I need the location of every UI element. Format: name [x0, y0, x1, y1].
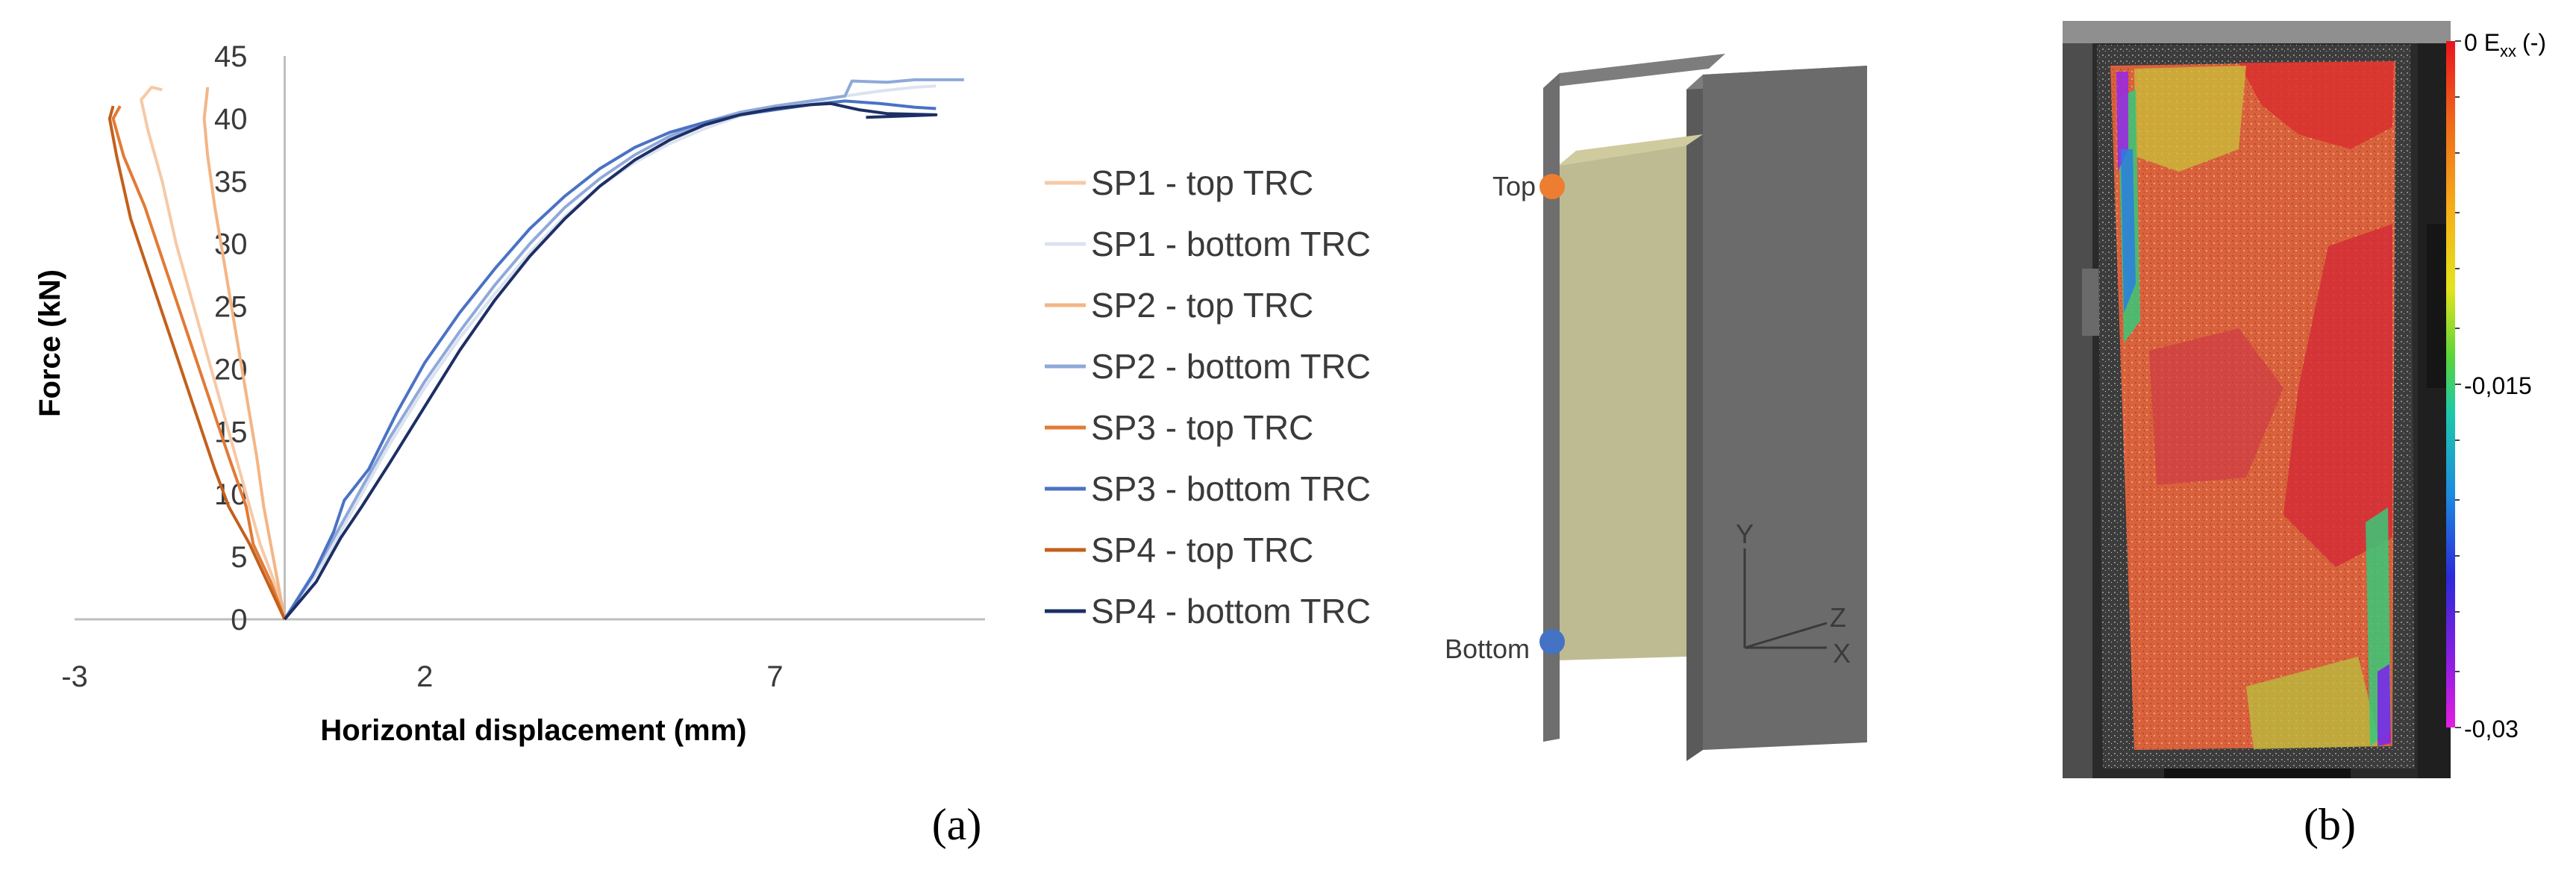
legend-label: SP3 - bottom TRC: [1091, 469, 1371, 508]
strain-zone-yellow-bottom: [2246, 657, 2380, 749]
legend-label: SP4 - bottom TRC: [1091, 592, 1371, 631]
x-tick-label: 7: [766, 660, 783, 693]
right-plate-side: [1686, 75, 1703, 761]
strain-zone-purple-right: [2378, 664, 2391, 746]
strain-zone-red-top: [2239, 61, 2394, 149]
series-line: [140, 85, 287, 620]
series-lines: [107, 78, 964, 621]
legend-label: SP4 - top TRC: [1091, 531, 1313, 569]
y-tick-label: 35: [214, 166, 248, 198]
top-marker: [1539, 174, 1565, 199]
trc-infill: [1558, 146, 1686, 660]
y-axis-title: Force (kN): [34, 269, 66, 417]
top-label: Top: [1492, 171, 1536, 201]
x-tick-label: 2: [416, 660, 433, 693]
colorbar-top-label: 0 Exx (-): [2464, 29, 2546, 60]
y-tick-label: 45: [214, 40, 248, 73]
trc-infill-top: [1558, 134, 1703, 166]
specimen-diagram: Top Bottom Y Z X: [1445, 54, 1867, 761]
legend-label: SP1 - top TRC: [1091, 163, 1313, 202]
colorbar-top-sub: xx: [2500, 42, 2516, 60]
left-plate-face: [1543, 73, 1560, 742]
legend: SP1 - top TRC SP1 - bottom TRC SP2 - top T…: [1045, 163, 1371, 631]
bottom-label: Bottom: [1445, 633, 1530, 664]
photo-left-frame: [2063, 21, 2092, 778]
axis-y-letter: Y: [1736, 519, 1754, 549]
strain-field-image: [2063, 21, 2451, 778]
strain-zone-red-mid: [2149, 328, 2283, 485]
series-line: [283, 101, 938, 621]
strain-zone-yellow-top: [2134, 66, 2246, 172]
photo-top-bar: [2063, 21, 2451, 43]
left-plate-top: [1543, 54, 1725, 88]
panel-label-b: (b): [2304, 800, 2356, 849]
x-tick-labels: -3 2 7: [61, 660, 783, 693]
axes-triad: [1743, 548, 1828, 649]
panel-label-a: (a): [932, 800, 982, 849]
axis-x-letter: X: [1833, 638, 1851, 669]
legend-label: SP1 - bottom TRC: [1091, 225, 1371, 263]
strain-zone-red-right: [2283, 224, 2392, 567]
legend-label: SP2 - top TRC: [1091, 286, 1313, 325]
bottom-marker: [1539, 629, 1565, 654]
colorbar-ramp: [2446, 41, 2455, 728]
strain-zone-purple-left: [2116, 72, 2128, 172]
y-tick-label: 40: [214, 103, 248, 136]
legend-label: SP2 - bottom TRC: [1091, 347, 1371, 386]
colorbar-bottom-label: -0,03: [2464, 716, 2519, 742]
clamp-right: [2427, 224, 2446, 388]
colorbar-top-unit: (-): [2522, 29, 2546, 56]
axis-z-letter: Z: [1830, 602, 1846, 633]
x-tick-label: -3: [61, 660, 88, 693]
photo-right-frame: [2418, 21, 2451, 778]
strain-colorbar: 0 Exx (-) -0,015 -0,03: [2446, 29, 2546, 742]
colorbar-top-main: 0 E: [2464, 29, 2500, 56]
y-tick-label: 5: [231, 541, 247, 574]
series-line: [202, 87, 287, 620]
series-line: [283, 84, 937, 621]
x-axis-title: Horizontal displacement (mm): [320, 714, 746, 747]
colorbar-ticks: [2455, 40, 2461, 728]
strain-zone-blue-left: [2121, 149, 2136, 313]
colorbar-mid-label: -0,015: [2464, 372, 2532, 399]
series-line: [107, 105, 287, 620]
y-tick-label: 0: [231, 604, 247, 636]
series-line: [283, 78, 964, 621]
legend-label: SP3 - top TRC: [1091, 408, 1313, 447]
series-line: [111, 105, 287, 620]
